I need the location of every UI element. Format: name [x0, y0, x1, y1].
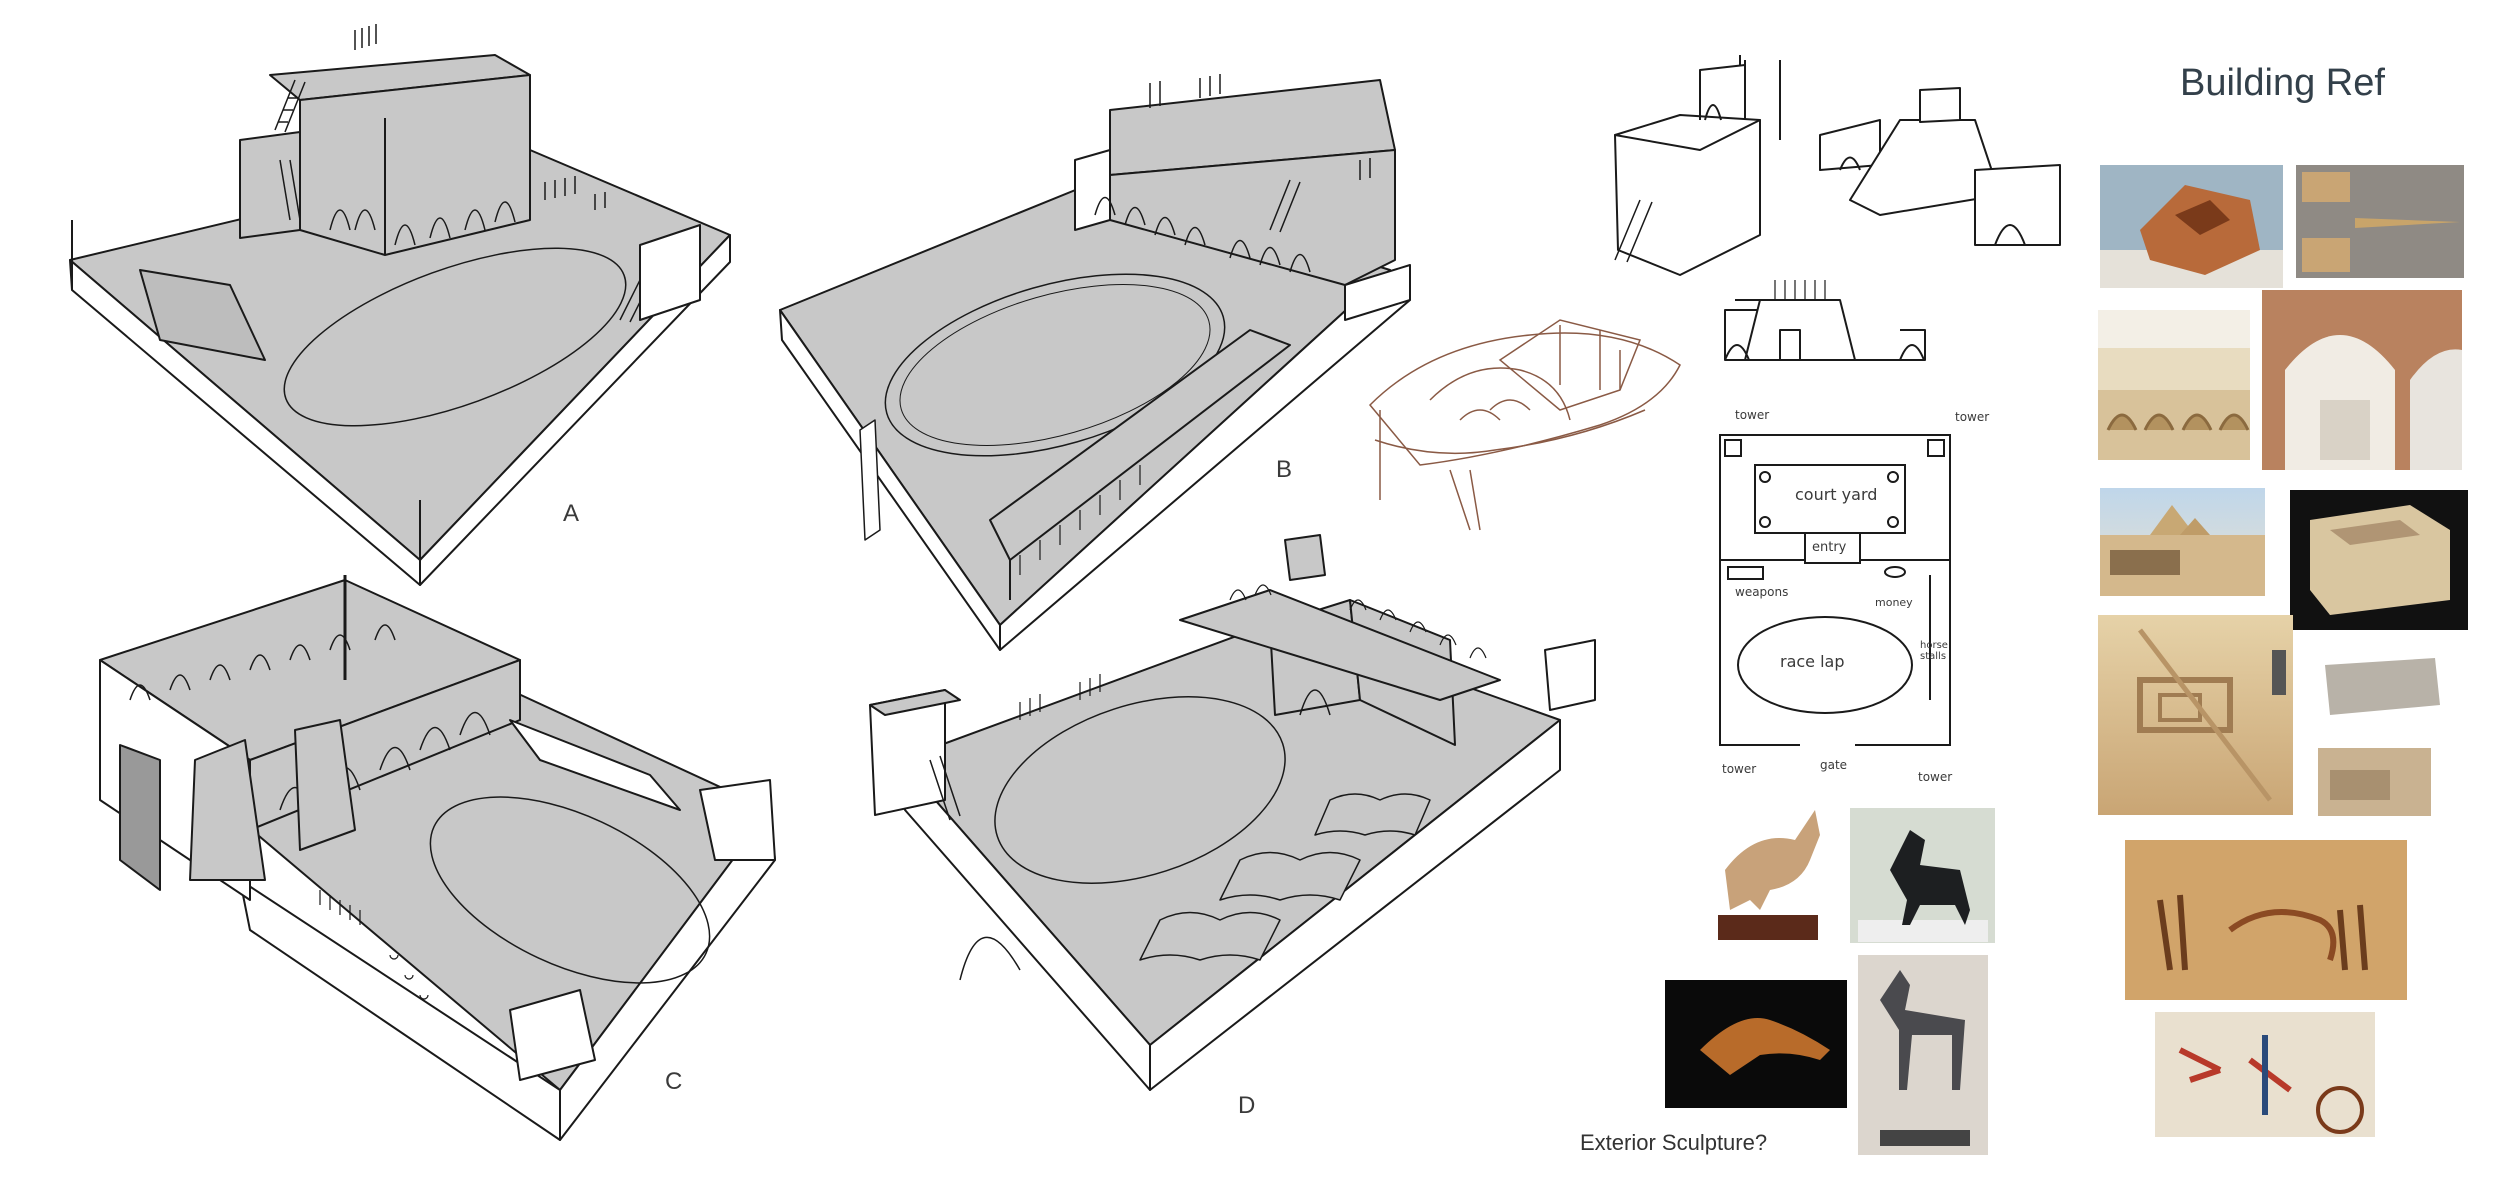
sculpture-caption: Exterior Sculpture? [1580, 1130, 1768, 1155]
ref-excavation [2098, 615, 2293, 815]
sculpture-photos [1665, 808, 1995, 1155]
plan-label-tower-tl: tower [1735, 408, 1770, 422]
ref-blade [2296, 165, 2464, 278]
ref-relief-hunt [2125, 840, 2407, 1000]
ref-stone-fragment [2325, 658, 2440, 715]
elevation-sketches [1614, 55, 2061, 361]
ref-arch-interior [2262, 290, 2462, 470]
plan-label-entry: entry [1812, 540, 1847, 555]
plan-label-tower-bl: tower [1722, 762, 1757, 776]
plan-label-race-lap: race lap [1780, 652, 1845, 671]
ref-standing-figure [2272, 650, 2286, 695]
sculpture-gold-horse [1665, 980, 1847, 1108]
sketch-label-c: C [665, 1068, 683, 1095]
plan-label-weapons: weapons [1735, 585, 1789, 599]
sculpture-clay-horse [1705, 808, 1835, 943]
sculpture-bronze-horse [1858, 955, 1988, 1155]
plan-label-courtyard: court yard [1795, 485, 1878, 504]
floor-plan [1719, 434, 1951, 747]
plan-label-tower-tr: tower [1955, 410, 1990, 424]
sketch-c [99, 575, 776, 1141]
sketch-d [869, 534, 1596, 1091]
sketch-a [69, 24, 731, 586]
sketch-b [779, 74, 1411, 651]
sketch-label-a: A [563, 500, 580, 527]
ref-pyramid-site [2100, 488, 2265, 596]
sepia-sketch [1368, 319, 1681, 531]
sketch-label-d: D [1238, 1092, 1256, 1119]
ref-house-model [2290, 490, 2468, 630]
ref-pottery-model [2100, 165, 2283, 288]
reference-photos [2098, 165, 2468, 1137]
plan-label-horse-stalls: horse stalls [1920, 640, 1948, 662]
sculpture-black-horse [1850, 808, 1995, 943]
plan-label-gate: gate [1820, 758, 1848, 772]
ref-colonnade-model [2098, 310, 2250, 460]
ref-ruin-small [2318, 748, 2431, 816]
ref-panel-title: Building Ref [2180, 62, 2385, 104]
plan-label-tower-br: tower [1918, 770, 1953, 784]
ref-relief-chariot [2155, 1012, 2375, 1137]
sketch-label-b: B [1276, 456, 1293, 483]
plan-label-money: money [1875, 596, 1913, 609]
